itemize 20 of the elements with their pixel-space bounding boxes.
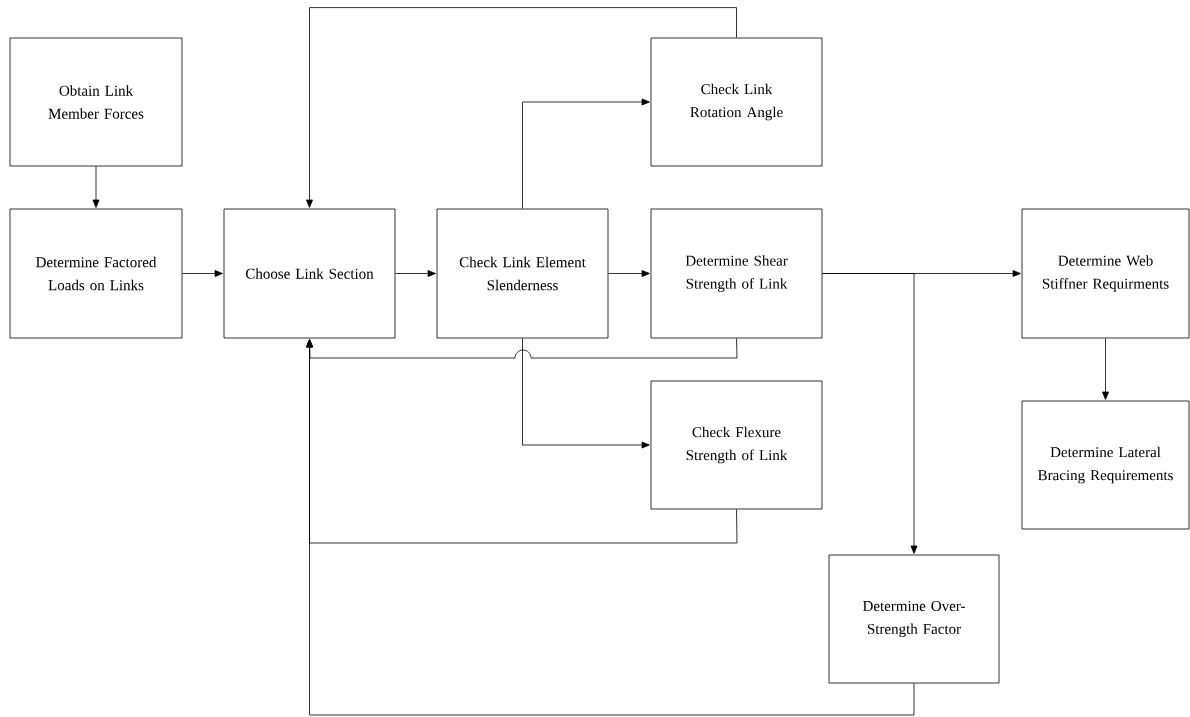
process-box: Determine Over-Strength Factor xyxy=(828,554,1000,684)
arrow xyxy=(608,270,650,277)
arrow xyxy=(92,166,100,208)
arrow xyxy=(1102,338,1109,400)
process-box: Check Link Rotation Angle xyxy=(650,37,823,167)
process-box: Determine Shear Strength of Link xyxy=(650,208,823,339)
arrow xyxy=(182,270,223,277)
arrow xyxy=(306,7,737,208)
process-box: Choose Link Section xyxy=(223,208,396,339)
arrow xyxy=(306,339,915,716)
process-box: Determine Lateral Bracing Requirements xyxy=(1021,400,1190,530)
process-box: Check Link Element Slenderness xyxy=(436,208,609,339)
process-box: Check Flexure Strength of Link xyxy=(650,380,823,510)
arrow xyxy=(522,98,650,209)
arrow xyxy=(395,270,436,277)
arrow xyxy=(822,273,918,554)
process-box: Determine Web Stiffner Requirments xyxy=(1021,208,1190,339)
arrow xyxy=(522,338,650,449)
process-box: Obtain Link Member Forces xyxy=(9,37,183,167)
process-box: Determine Factored Loads on Links xyxy=(9,208,183,339)
